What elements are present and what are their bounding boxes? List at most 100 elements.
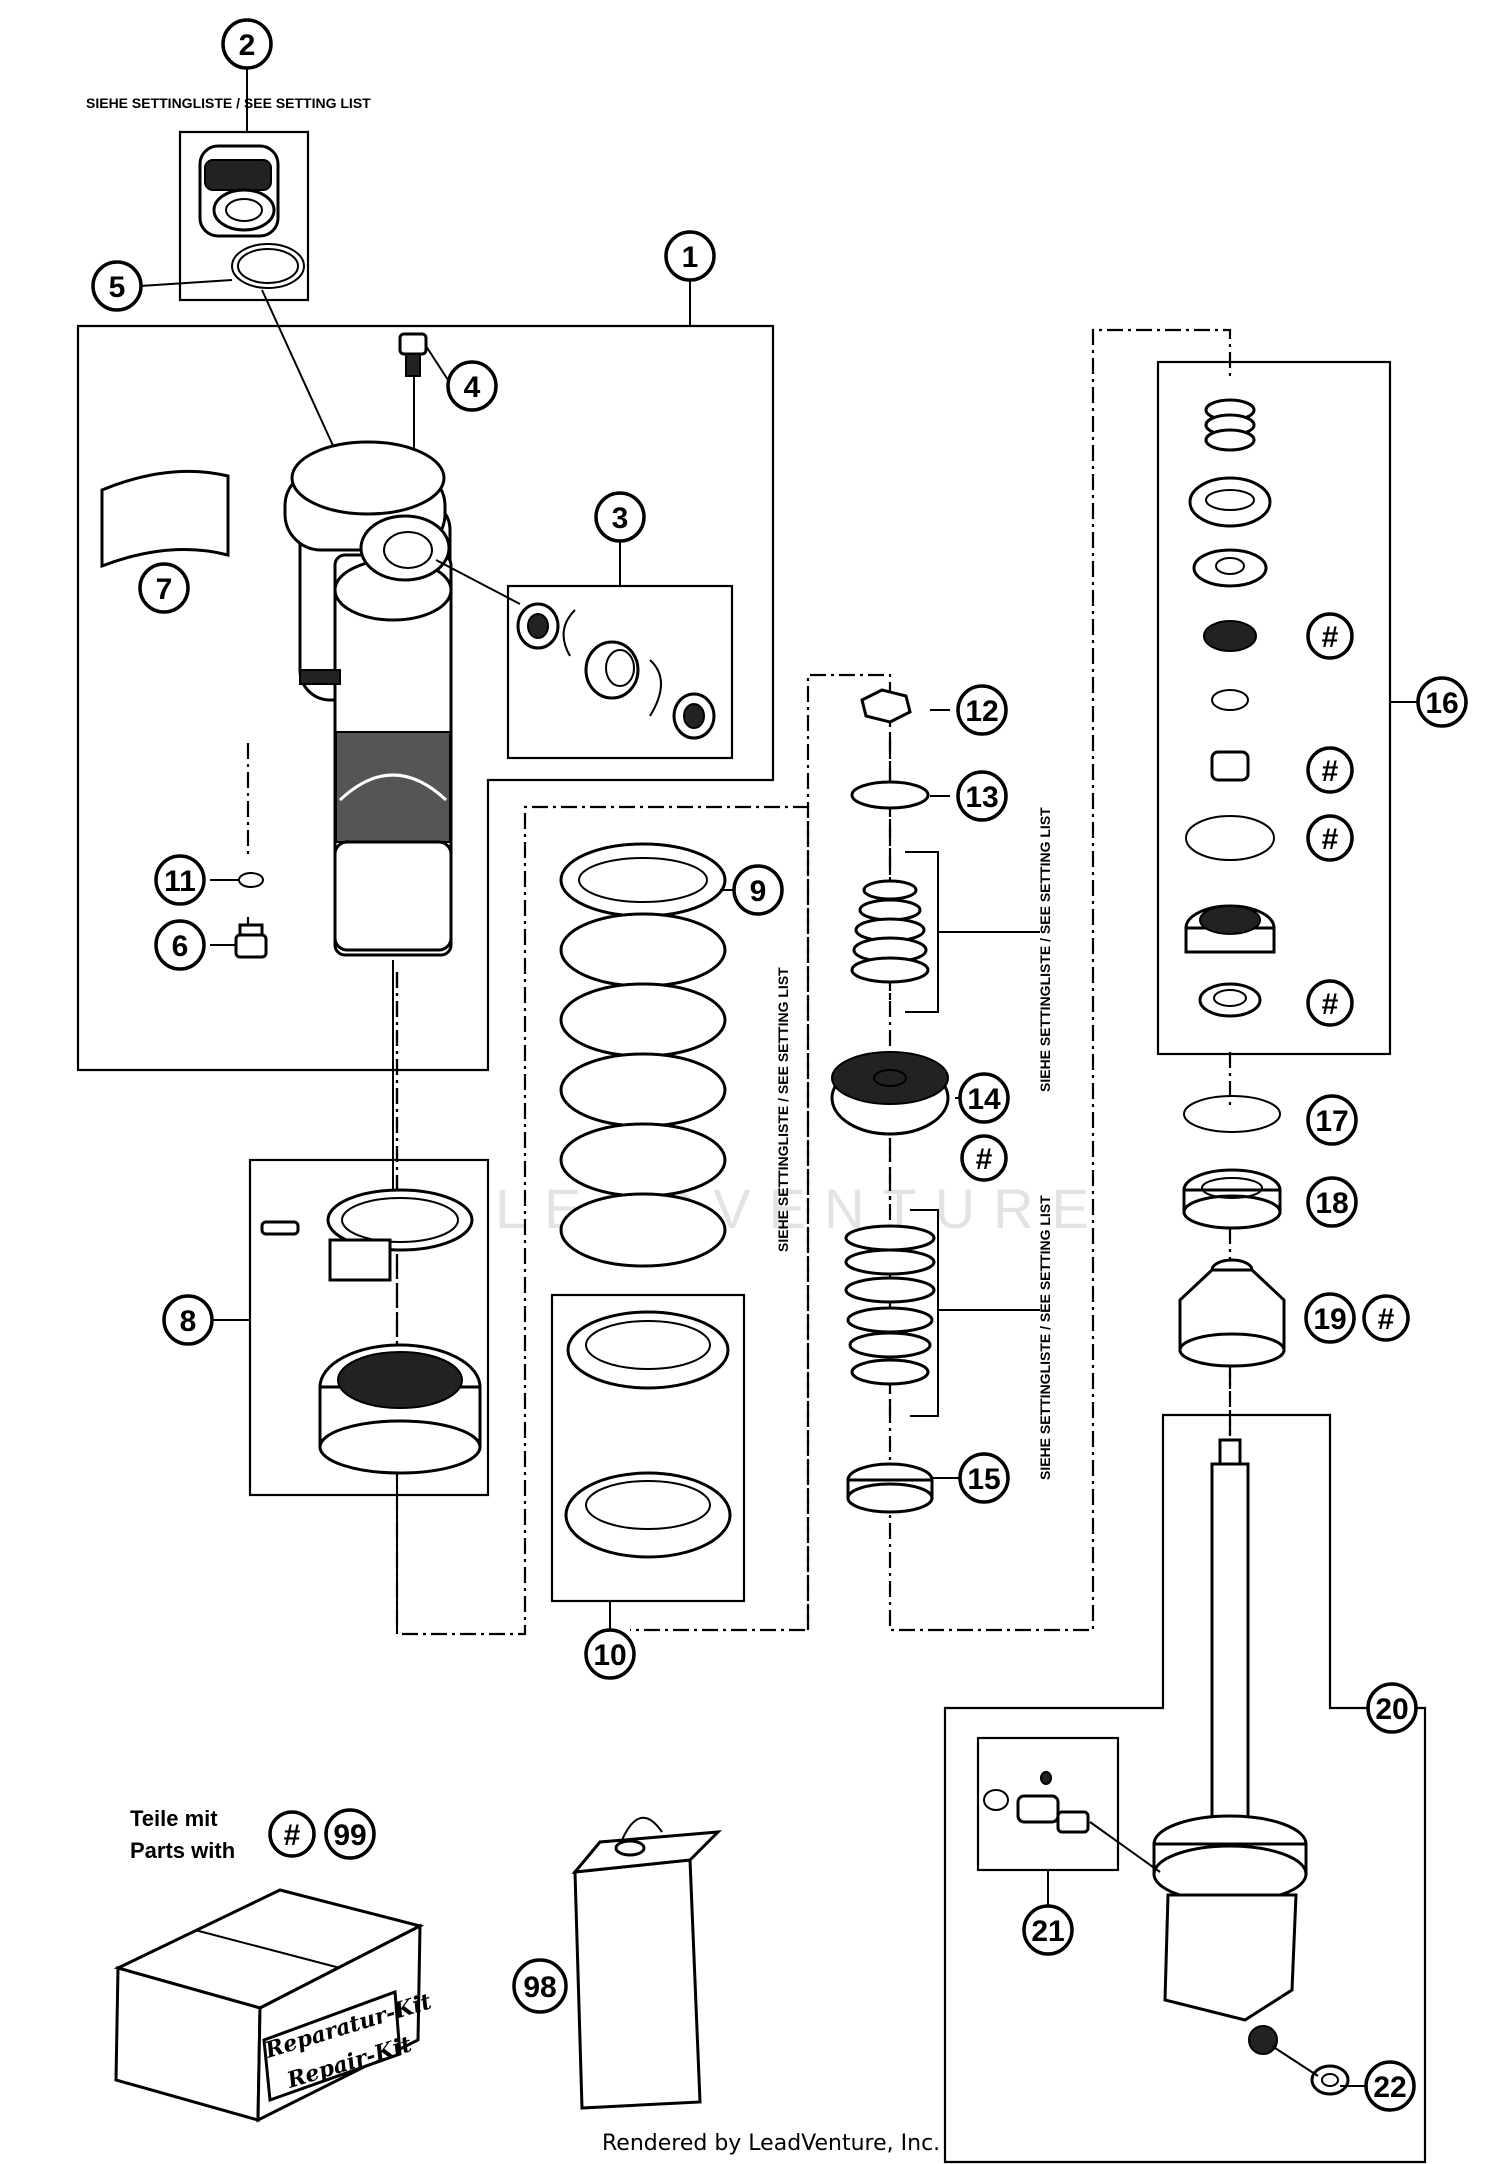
part-16-valve-stack	[1184, 398, 1276, 1018]
part-13-washer	[850, 780, 930, 810]
svg-text:#: #	[1322, 988, 1339, 1021]
part-12-nut	[860, 688, 912, 724]
callout-11: 11	[154, 854, 206, 906]
callout-2: 2	[221, 18, 273, 70]
callout-13: 13	[956, 770, 1008, 822]
callout-19: 19	[1304, 1292, 1356, 1344]
svg-text:18: 18	[1315, 1187, 1348, 1220]
svg-text:4: 4	[464, 371, 481, 404]
callout-15: 15	[958, 1452, 1010, 1504]
svg-text:#: #	[1322, 755, 1339, 788]
svg-text:22: 22	[1373, 2071, 1406, 2104]
svg-text:#: #	[1378, 1303, 1395, 1336]
callout-hash-19: #	[1362, 1294, 1410, 1342]
callout-9: 9	[732, 864, 784, 916]
callout-98: 98	[512, 1958, 568, 2014]
svg-text:14: 14	[967, 1083, 1001, 1116]
svg-text:7: 7	[156, 573, 173, 606]
legend-line-2: Parts with	[130, 1838, 235, 1863]
part-15-spacer	[846, 1462, 934, 1514]
part-98-oil-can	[571, 1816, 722, 2110]
setting-list-note-upper-stack: SIEHE SETTINGLISTE / SEE SETTING LIST	[1037, 807, 1053, 1092]
part-9-spring	[559, 842, 727, 1268]
callout-hash-a: #	[1306, 612, 1354, 660]
part-11-seal-ring	[238, 872, 264, 888]
svg-text:8: 8	[180, 1305, 197, 1338]
part-14-piston	[830, 1051, 950, 1136]
svg-text:98: 98	[523, 1971, 556, 2004]
part-10-spring-seat	[564, 1310, 732, 1559]
part-5-o-ring	[231, 243, 305, 289]
shim-stack-upper	[850, 879, 930, 984]
group-box-1	[76, 324, 775, 1072]
callout-17: 17	[1306, 1094, 1358, 1146]
footer-credit: Rendered by LeadVenture, Inc.	[602, 2131, 940, 2156]
callout-4: 4	[446, 360, 498, 412]
callout-hash-legend: #	[268, 1810, 316, 1858]
svg-text:20: 20	[1375, 1693, 1408, 1726]
svg-text:#: #	[1322, 823, 1339, 856]
callout-hash-b: #	[1306, 746, 1354, 794]
svg-text:16: 16	[1425, 687, 1458, 720]
part-21-valve	[983, 1771, 1090, 1834]
legend-line-1: Teile mit	[130, 1806, 218, 1831]
callout-3: 3	[594, 491, 646, 543]
group-box-8	[248, 1158, 490, 1497]
callout-14: 14	[958, 1072, 1010, 1124]
part-22-bushing	[1310, 2064, 1350, 2096]
part-19-bump-stop	[1178, 1258, 1286, 1368]
svg-text:2: 2	[239, 29, 256, 62]
callout-8: 8	[162, 1294, 214, 1346]
repair-kit-box: Reparatur-Kit Repair-Kit	[113, 1888, 435, 2123]
callout-99: 99	[324, 1808, 376, 1860]
callout-22: 22	[1364, 2060, 1416, 2112]
svg-text:12: 12	[965, 695, 998, 728]
part-17-ring	[1183, 1095, 1281, 1133]
part-7-label	[100, 469, 230, 569]
svg-text:10: 10	[593, 1639, 626, 1672]
callout-hash-14: #	[960, 1134, 1008, 1182]
setting-list-note-lower-stack: SIEHE SETTINGLISTE / SEE SETTING LIST	[1037, 1195, 1053, 1480]
callout-10: 10	[584, 1628, 636, 1680]
callout-16: 16	[1416, 676, 1468, 728]
part-20-shaft-eye	[1152, 1438, 1308, 2055]
setting-list-note-top: SIEHE SETTINGLISTE / SEE SETTING LIST	[86, 95, 371, 111]
callout-hash-d: #	[1306, 979, 1354, 1027]
part-3-bearing-set	[516, 602, 716, 740]
group-box-20	[943, 1413, 1427, 2164]
svg-text:#: #	[1322, 621, 1339, 654]
part-18-seal-head	[1182, 1168, 1282, 1230]
callout-6: 6	[154, 919, 206, 971]
svg-text:#: #	[284, 1819, 301, 1852]
svg-text:9: 9	[750, 875, 767, 908]
group-box-16	[1156, 360, 1392, 1056]
part-8-preload-nut	[260, 1188, 482, 1475]
group-box-10	[550, 1293, 746, 1603]
svg-text:17: 17	[1315, 1105, 1348, 1138]
svg-text:1: 1	[682, 241, 699, 274]
svg-text:15: 15	[967, 1463, 1000, 1496]
svg-text:11: 11	[164, 865, 196, 898]
part-6-plug	[234, 923, 268, 959]
svg-text:#: #	[976, 1143, 993, 1176]
callout-12: 12	[956, 684, 1008, 736]
group-box-2	[178, 130, 310, 302]
callout-20: 20	[1366, 1682, 1418, 1734]
setting-list-note-spring: SIEHE SETTINGLISTE / SEE SETTING LIST	[775, 967, 791, 1252]
part-2-adjuster	[198, 144, 280, 238]
callout-7: 7	[138, 562, 190, 614]
callout-5: 5	[91, 260, 143, 312]
svg-text:99: 99	[333, 1819, 366, 1852]
svg-text:19: 19	[1313, 1303, 1346, 1336]
svg-text:5: 5	[109, 271, 126, 304]
svg-text:6: 6	[172, 930, 189, 963]
part-4-screw	[398, 332, 428, 377]
callout-1: 1	[664, 230, 716, 282]
part-1-shock-body	[283, 440, 453, 957]
callout-18: 18	[1306, 1176, 1358, 1228]
callout-21: 21	[1022, 1904, 1074, 1956]
svg-text:13: 13	[965, 781, 998, 814]
svg-text:21: 21	[1031, 1915, 1064, 1948]
callout-hash-c: #	[1306, 814, 1354, 862]
